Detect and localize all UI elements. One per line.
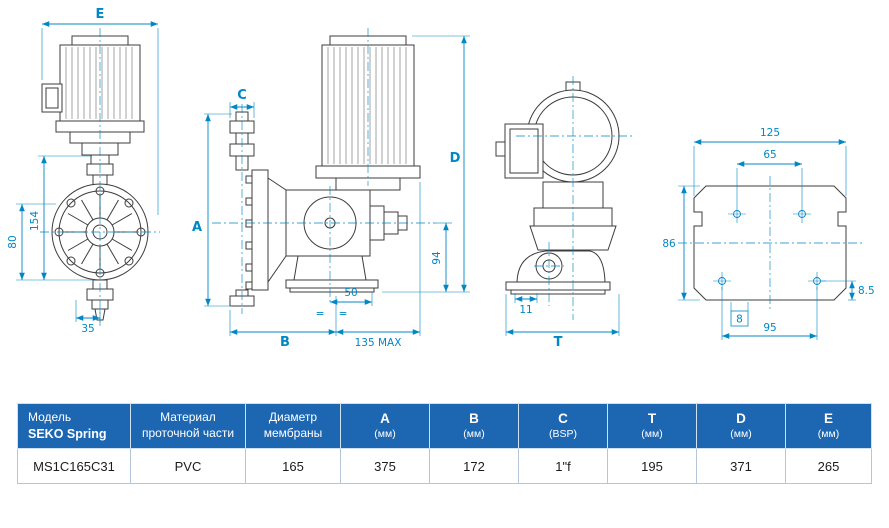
pump-technical-drawing: E 154 80 35 bbox=[7, 7, 875, 350]
dim-154: 154 bbox=[16, 155, 94, 281]
dim-label-94: 94 bbox=[431, 251, 443, 265]
dim-11: 11 bbox=[514, 293, 538, 316]
dim-label-135max: 135 MAX bbox=[355, 337, 402, 349]
header-diaphragm-line1: Диаметр bbox=[268, 410, 318, 425]
cell-c: 1"f bbox=[518, 448, 608, 484]
dim-8-5: 8.5 bbox=[820, 280, 875, 301]
header-c-unit: (BSP) bbox=[548, 427, 577, 440]
dim-label-t: T bbox=[554, 335, 563, 350]
spec-table: Модель SEKO Spring Материал проточной ча… bbox=[17, 403, 872, 484]
dim-label-8: 8 bbox=[736, 314, 743, 326]
col-header-material: Материал проточной части bbox=[130, 403, 246, 449]
view-front bbox=[40, 28, 160, 328]
dim-D: D bbox=[412, 35, 470, 292]
view-side bbox=[212, 28, 436, 314]
cell-t: 195 bbox=[607, 448, 697, 484]
header-t-unit: (мм) bbox=[641, 427, 663, 440]
equal-mark-right: = bbox=[339, 308, 348, 320]
dim-label-86: 86 bbox=[662, 238, 676, 250]
col-header-model: Модель SEKO Spring bbox=[17, 403, 131, 449]
dim-label-65: 65 bbox=[763, 149, 776, 161]
dim-label-80: 80 bbox=[7, 235, 19, 248]
header-a-letter: A bbox=[380, 411, 390, 427]
mount-hole-top-left bbox=[728, 205, 746, 223]
col-header-diaphragm: Диаметр мембраны bbox=[245, 403, 341, 449]
header-e-unit: (мм) bbox=[817, 427, 840, 440]
dim-label-154: 154 bbox=[29, 211, 41, 231]
mount-hole-top-right bbox=[793, 205, 811, 223]
dim-equal-marks: = = bbox=[316, 308, 348, 320]
dim-95: 95 bbox=[721, 287, 818, 340]
dim-label-11: 11 bbox=[519, 304, 532, 316]
dim-80: 80 bbox=[7, 203, 56, 280]
cell-model: MS1C165C31 bbox=[17, 448, 131, 484]
dim-35: 35 bbox=[75, 300, 101, 335]
dim-T: T bbox=[505, 294, 620, 350]
dim-label-b: B bbox=[280, 335, 290, 350]
dim-135-max: 135 MAX bbox=[336, 182, 421, 349]
equal-mark-left: = bbox=[316, 308, 325, 320]
header-d-unit: (мм) bbox=[730, 427, 752, 440]
col-header-e: E (мм) bbox=[785, 403, 872, 449]
header-row: Модель SEKO Spring Материал проточной ча… bbox=[17, 403, 872, 449]
header-d-letter: D bbox=[736, 411, 746, 427]
dim-94: 94 bbox=[382, 222, 470, 293]
dim-50: 50 bbox=[330, 287, 373, 306]
cell-a: 375 bbox=[340, 448, 430, 484]
view-footprint bbox=[678, 176, 862, 312]
cell-b: 172 bbox=[429, 448, 519, 484]
dim-label-95: 95 bbox=[763, 322, 776, 334]
dim-label-8-5: 8.5 bbox=[858, 285, 875, 297]
dim-label-e: E bbox=[96, 7, 105, 22]
dim-8: 8 bbox=[730, 302, 749, 327]
dim-label-125: 125 bbox=[760, 127, 780, 139]
col-header-b: B (мм) bbox=[429, 403, 519, 449]
dim-65: 65 bbox=[736, 149, 803, 205]
header-b-letter: B bbox=[469, 411, 479, 427]
dim-label-d: D bbox=[450, 151, 461, 166]
spec-table-section: Модель SEKO Spring Материал проточной ча… bbox=[17, 403, 872, 484]
dim-86: 86 bbox=[662, 185, 700, 301]
table-row: MS1C165C31 PVC 165 375 172 1"f 195 371 2… bbox=[17, 448, 872, 484]
header-e-letter: E bbox=[823, 411, 833, 427]
dim-label-35: 35 bbox=[81, 323, 94, 335]
dim-label-a: A bbox=[192, 220, 202, 235]
cell-e: 265 bbox=[785, 448, 872, 484]
dim-C: C bbox=[229, 88, 255, 118]
col-header-c: C (BSP) bbox=[518, 403, 608, 449]
header-diaphragm-line2: мембраны bbox=[263, 426, 323, 440]
header-material-line1: Материал bbox=[160, 410, 216, 425]
dim-label-50: 50 bbox=[344, 287, 357, 299]
col-header-t: T (мм) bbox=[607, 403, 697, 449]
header-model-line1: Модель bbox=[28, 410, 72, 425]
dim-A: A bbox=[192, 113, 232, 307]
dim-125: 125 bbox=[693, 127, 847, 196]
dim-E: E bbox=[41, 7, 159, 215]
col-header-a: A (мм) bbox=[340, 403, 430, 449]
dim-label-c: C bbox=[237, 88, 247, 103]
cell-material: PVC bbox=[130, 448, 246, 484]
header-t-letter: T bbox=[647, 411, 657, 427]
header-material-line2: проточной части bbox=[141, 426, 235, 440]
header-c-letter: C bbox=[558, 411, 568, 427]
header-a-unit: (мм) bbox=[374, 427, 396, 440]
header-model-line2: SEKO Spring bbox=[28, 426, 107, 441]
col-header-d: D (мм) bbox=[696, 403, 786, 449]
cell-diaphragm: 165 bbox=[245, 448, 341, 484]
cell-d: 371 bbox=[696, 448, 786, 484]
view-rear bbox=[495, 76, 632, 320]
header-b-unit: (мм) bbox=[463, 427, 485, 440]
